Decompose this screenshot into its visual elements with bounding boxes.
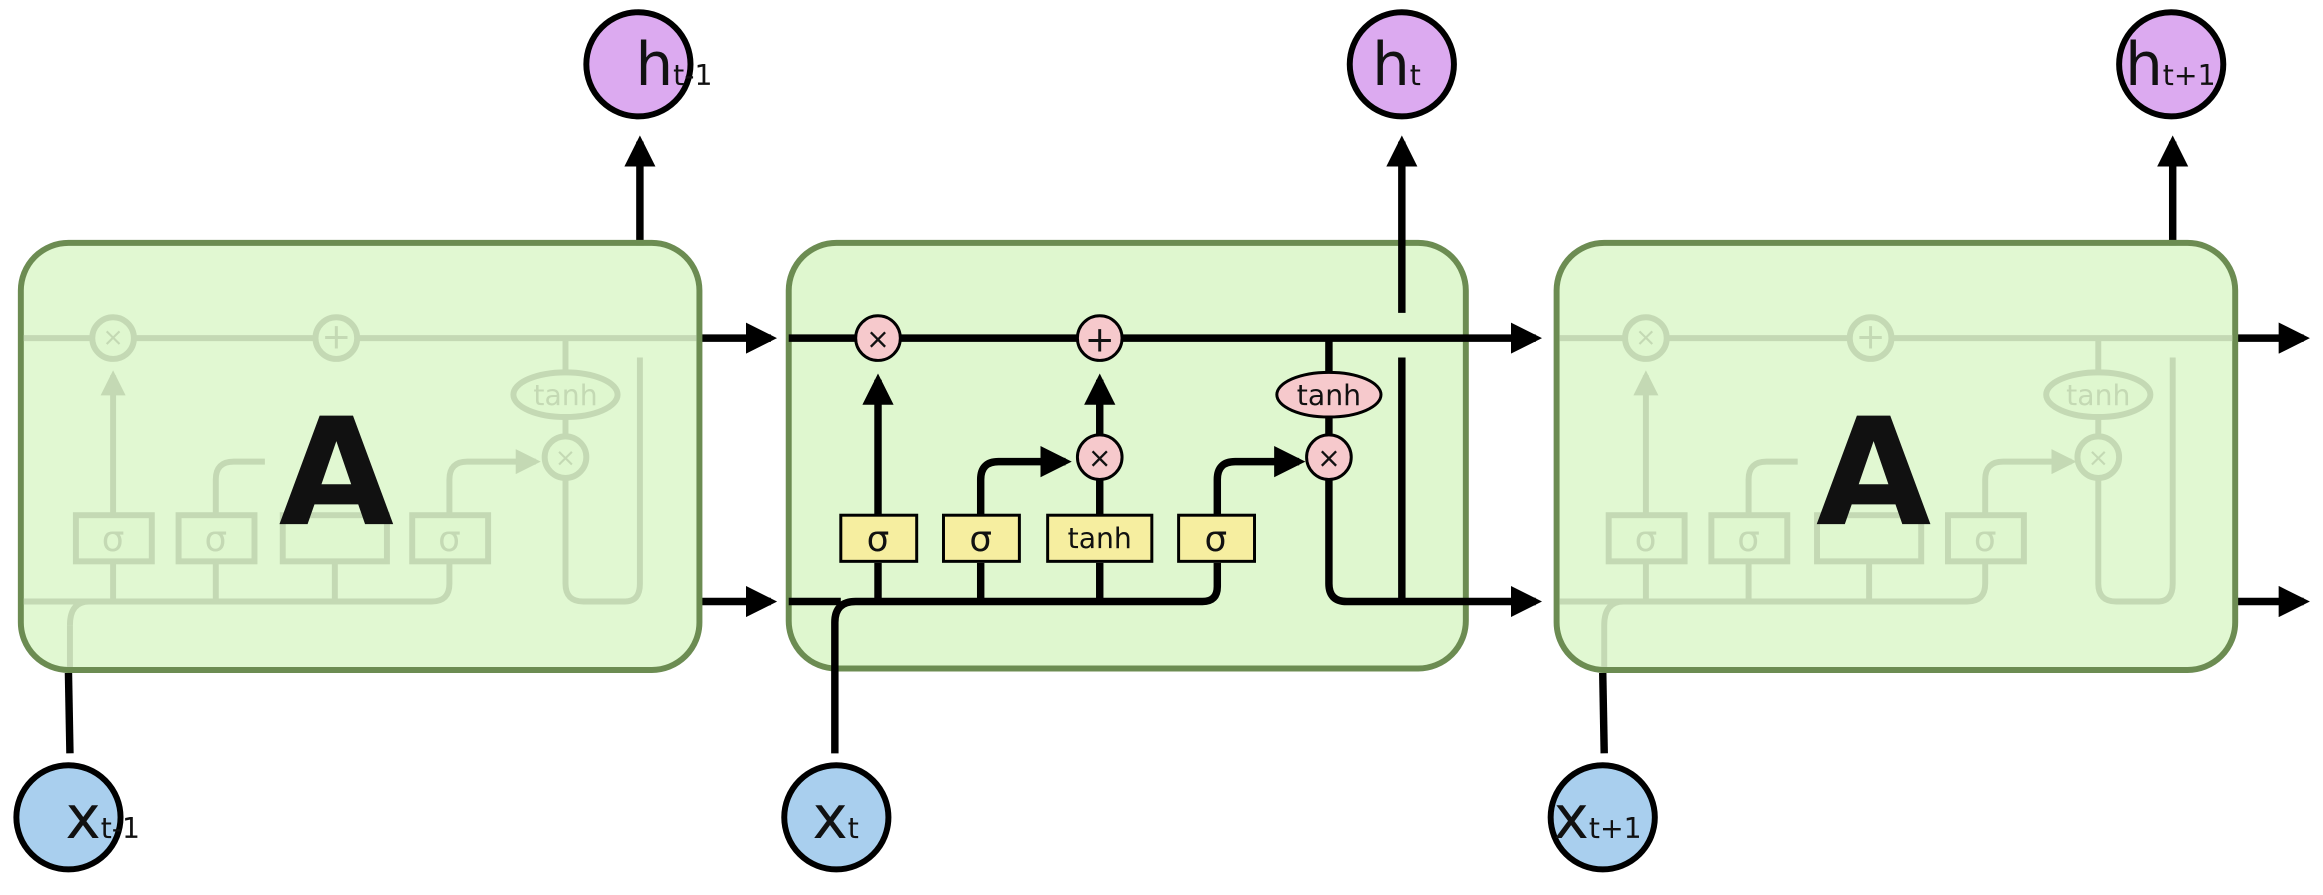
input-line-current bbox=[831, 562, 1222, 754]
svg-text:×: × bbox=[555, 443, 576, 472]
svg-text:tanh: tanh bbox=[2066, 379, 2130, 412]
output-gate-arrow bbox=[1213, 446, 1306, 516]
svg-text:σ: σ bbox=[1204, 519, 1227, 560]
output-node-next: ht+1 bbox=[2116, 9, 2227, 120]
svg-text:tanh: tanh bbox=[1297, 379, 1361, 412]
svg-text:×: × bbox=[866, 323, 890, 356]
svg-text:σ: σ bbox=[969, 519, 992, 560]
svg-text:σ: σ bbox=[1635, 519, 1658, 560]
output-node-current: ht bbox=[1346, 9, 1457, 120]
input-gate-sigma: σ bbox=[941, 513, 1021, 563]
svg-text:σ: σ bbox=[867, 519, 890, 560]
input-gate-arrow bbox=[976, 446, 1072, 516]
svg-text:σ: σ bbox=[1974, 519, 1997, 560]
input-multiply-op: × bbox=[1075, 433, 1124, 481]
forget-multiply-op: × bbox=[854, 314, 902, 362]
svg-text:+: + bbox=[321, 317, 351, 358]
lstm-cell-current: × + × × tanh σ σ tanh bbox=[781, 9, 1543, 873]
svg-text:×: × bbox=[1635, 323, 1656, 352]
svg-text:ht-1: ht-1 bbox=[635, 31, 712, 100]
svg-text:xt: xt bbox=[813, 784, 859, 853]
svg-text:×: × bbox=[1088, 442, 1112, 475]
svg-text:ht: ht bbox=[1372, 31, 1421, 100]
svg-text:xt+1: xt+1 bbox=[1554, 784, 1642, 853]
input-node-next: xt+1 bbox=[1547, 762, 1658, 873]
svg-text:σ: σ bbox=[102, 519, 125, 560]
input-node-current: xt bbox=[781, 762, 892, 873]
ghost-labels-prev: × + × tanh σ σ σ bbox=[102, 317, 598, 560]
svg-text:σ: σ bbox=[204, 519, 227, 560]
svg-text:+: + bbox=[1856, 317, 1886, 358]
input-node-prev: xt-1 bbox=[13, 762, 140, 873]
svg-text:xt-1: xt-1 bbox=[65, 784, 140, 853]
ghost-internals-next bbox=[1559, 314, 2233, 668]
candidate-gate-tanh: tanh bbox=[1046, 513, 1154, 563]
svg-text:tanh: tanh bbox=[1068, 522, 1132, 555]
svg-text:+: + bbox=[1085, 320, 1115, 361]
output-multiply-op: × bbox=[1305, 433, 1353, 481]
input-stem-next bbox=[1599, 672, 1608, 754]
hidden-output-line bbox=[1325, 479, 1543, 618]
cell-label-next: A bbox=[1816, 387, 1931, 560]
cell-add-op: + bbox=[1075, 314, 1124, 362]
svg-text:σ: σ bbox=[438, 519, 461, 560]
lstm-cell-next: × + × tanh σ σ σ A xt+1 ht+1 bbox=[1547, 9, 2310, 873]
svg-text:tanh: tanh bbox=[533, 379, 597, 412]
input-stem-prev bbox=[64, 672, 74, 754]
cell-tanh-op: tanh bbox=[1275, 370, 1383, 419]
svg-text:×: × bbox=[2088, 443, 2109, 472]
forget-gate-sigma: σ bbox=[839, 513, 919, 563]
svg-text:ht+1: ht+1 bbox=[2125, 31, 2215, 100]
ghost-labels-next: × + × tanh σ σ σ bbox=[1635, 317, 2131, 560]
lstm-cell-prev: × + × tanh σ σ σ A xt-1 ht-1 bbox=[13, 9, 778, 873]
svg-text:σ: σ bbox=[1737, 519, 1760, 560]
output-gate-sigma: σ bbox=[1177, 513, 1256, 563]
svg-text:×: × bbox=[103, 323, 124, 352]
output-node-prev: ht-1 bbox=[583, 9, 712, 120]
svg-text:×: × bbox=[1317, 442, 1341, 475]
cell-label-prev: A bbox=[279, 387, 394, 560]
ghost-internals-prev bbox=[23, 314, 697, 668]
